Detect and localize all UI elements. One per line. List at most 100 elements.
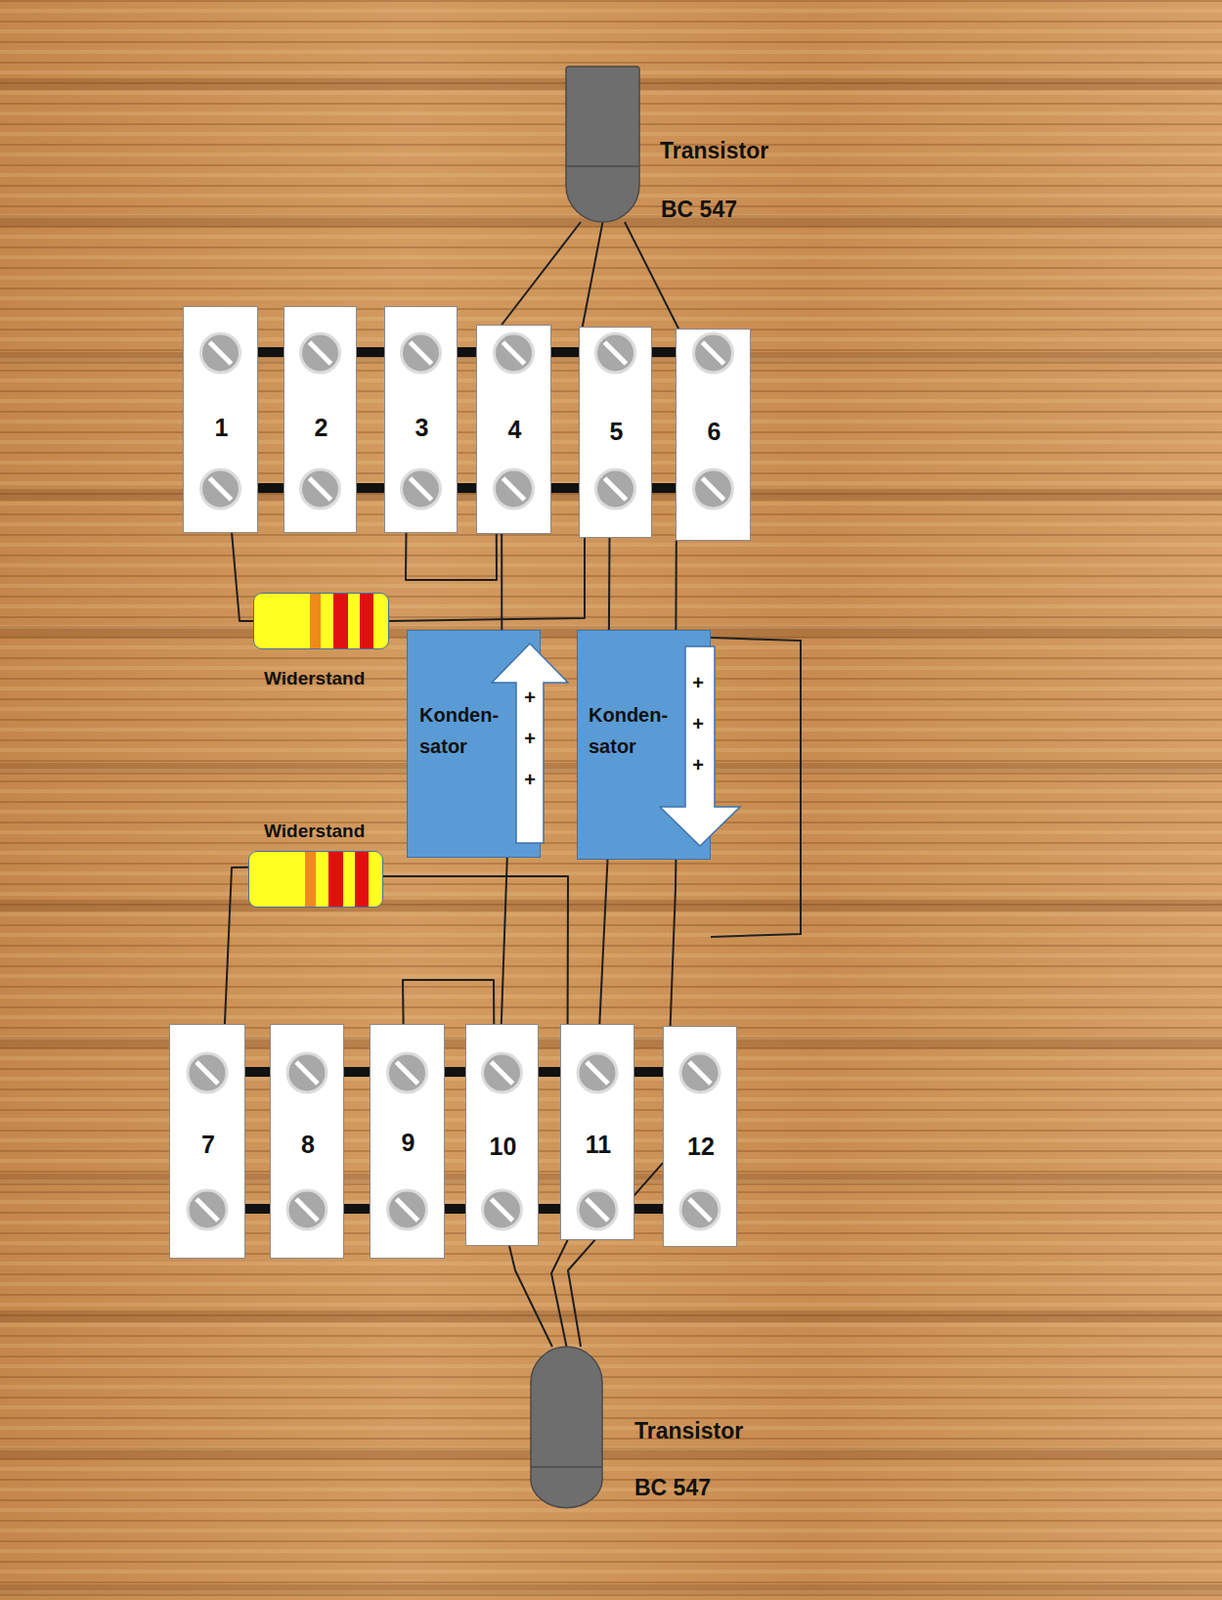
component-label: Transistor (634, 1417, 743, 1443)
terminal-block: 7 (169, 1023, 246, 1259)
terminal-bar (169, 1066, 737, 1077)
color-band (359, 593, 374, 649)
terminal-bar (182, 482, 750, 493)
wire (670, 859, 677, 1026)
terminal-block: 11 (560, 1023, 635, 1240)
screw-slot (309, 342, 332, 364)
wire (402, 979, 494, 1024)
color-band (305, 851, 316, 907)
component-label: Widerstand (263, 820, 365, 842)
wire (599, 859, 608, 1024)
component-label: BC 547 (634, 1474, 711, 1500)
transistor-edge (530, 1465, 603, 1468)
terminal-number: 6 (676, 417, 752, 445)
resistor-symbol: Widerstand (253, 592, 390, 650)
wire (624, 221, 679, 329)
screw-head (680, 1189, 720, 1229)
component-label: Konden- sator (588, 698, 671, 762)
screw-head (596, 333, 636, 373)
screw-head (494, 333, 534, 373)
resistor-symbol: Widerstand (248, 850, 384, 908)
screw-slot (196, 1198, 219, 1221)
color-band (354, 851, 369, 907)
component-label: Konden- sator (419, 698, 502, 762)
screw-slot (396, 1061, 419, 1084)
screw-slot (689, 1198, 711, 1221)
terminal-bar (169, 1203, 737, 1214)
terminal-number: 12 (663, 1132, 739, 1160)
wire (231, 532, 254, 621)
screw-head (694, 469, 734, 509)
terminal-number: 8 (270, 1130, 346, 1158)
terminal-block: 4 (476, 324, 552, 534)
screw-slot (410, 478, 433, 500)
wire (501, 857, 508, 1024)
screw-head (482, 1052, 523, 1092)
terminal-block: 8 (269, 1023, 345, 1259)
screw-slot (503, 342, 525, 364)
screw-slot (503, 478, 525, 500)
arrow-shape (491, 643, 568, 843)
terminal-bar (182, 347, 750, 357)
terminal-number: 3 (385, 413, 459, 441)
terminal-number: 4 (477, 415, 553, 443)
terminal-block: 3 (384, 305, 458, 533)
color-band (309, 593, 321, 649)
component-label: BC 547 (660, 196, 738, 222)
screw-slot (210, 478, 232, 500)
wire-bracket (710, 637, 801, 937)
component-label: Transistor (659, 137, 769, 164)
screw-slot (491, 1061, 514, 1084)
transistor-case (566, 66, 640, 222)
color-band (333, 593, 349, 649)
polarity-sign: + + + (690, 661, 706, 786)
screw-slot (491, 1198, 514, 1221)
screw-head (287, 1189, 327, 1229)
transistor-edge (566, 165, 640, 168)
terminal-block: 6 (675, 328, 751, 541)
screw-slot (605, 342, 627, 364)
terminal-number: 9 (370, 1128, 446, 1156)
screw-head (577, 1189, 617, 1229)
wire (500, 533, 503, 630)
wire (608, 537, 611, 630)
transistor-case (530, 1346, 603, 1508)
screw-slot (605, 478, 627, 500)
screw-head (694, 333, 734, 373)
screw-head (201, 469, 241, 509)
transistor-body (566, 66, 640, 222)
terminal-number: 5 (579, 417, 654, 445)
wire (674, 540, 677, 630)
screw-slot (410, 342, 433, 364)
screw-head (187, 1052, 227, 1092)
screw-head (494, 469, 534, 509)
terminal-number: 1 (183, 413, 260, 441)
wire (383, 875, 568, 1024)
terminal-block: 10 (465, 1023, 539, 1246)
screw-head (596, 469, 636, 509)
screw-head (301, 469, 341, 509)
color-band (328, 851, 344, 907)
terminal-block: 5 (578, 326, 653, 538)
screw-head (287, 1052, 327, 1092)
terminal-block: 2 (283, 305, 357, 533)
wire (551, 1239, 568, 1347)
screw-slot (689, 1061, 711, 1084)
screw-head (680, 1052, 720, 1092)
screw-slot (210, 342, 232, 364)
component-label: Widerstand (263, 667, 365, 690)
screw-slot (296, 1198, 318, 1221)
capacitor-symbol: Konden- sator + + + (576, 629, 711, 860)
wire (405, 532, 497, 580)
transistor-symbol: TransistorBC 547 (566, 66, 640, 222)
screw-head (187, 1189, 227, 1229)
transistor-symbol: TransistorBC 547 (530, 1346, 603, 1515)
wire (501, 221, 581, 325)
screw-slot (196, 1061, 219, 1084)
screw-slot (309, 478, 332, 500)
terminal-block: 12 (662, 1025, 738, 1247)
terminal-block: 1 (182, 305, 259, 533)
transistor-body (530, 1346, 603, 1515)
screw-head (301, 333, 341, 373)
terminal-number: 2 (284, 413, 358, 441)
